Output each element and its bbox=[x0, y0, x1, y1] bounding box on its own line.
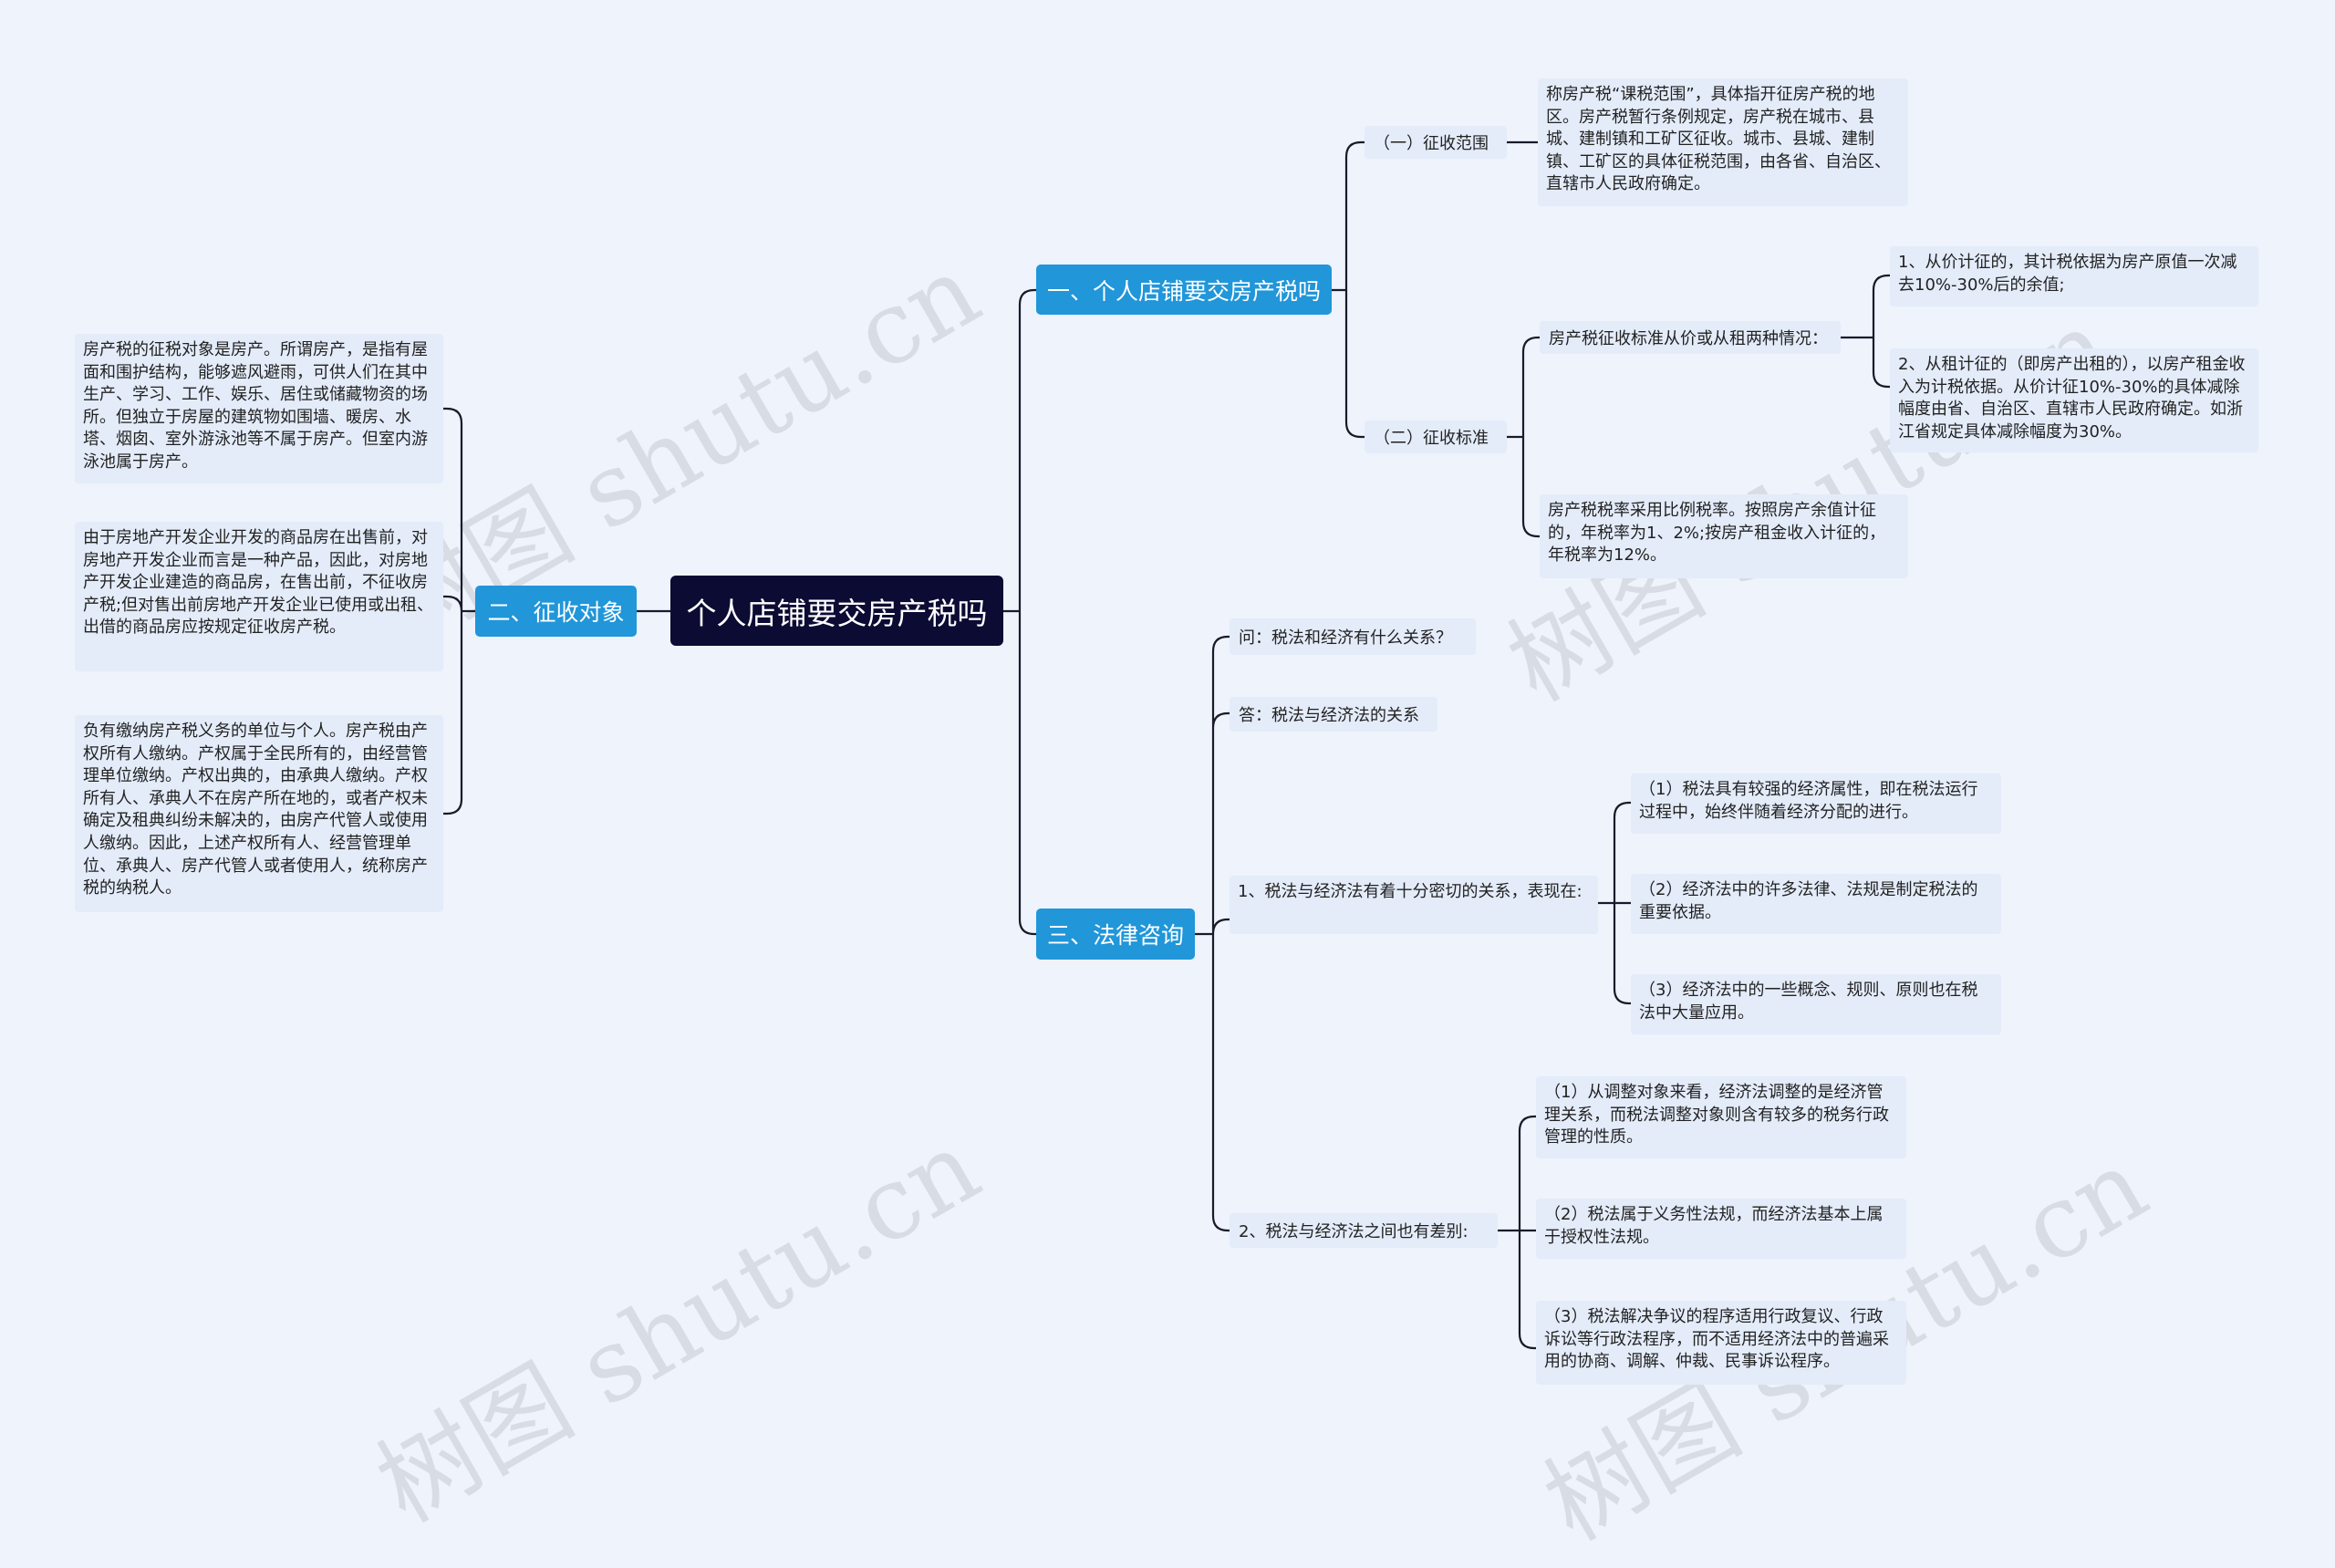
leaf-object-taxpayer[interactable]: 负有缴纳房产税义务的单位与个人。房产税由产权所有人缴纳。产权属于全民所有的，由经… bbox=[75, 715, 443, 912]
topic-collection-scope[interactable]: （一）征收范围 bbox=[1365, 126, 1507, 159]
topic-collection-standard[interactable]: （二）征收标准 bbox=[1365, 421, 1507, 453]
leaf-point1-item1[interactable]: （1）税法具有较强的经济属性，即在税法运行过程中，始终伴随着经济分配的进行。 bbox=[1631, 774, 2001, 834]
topic-point2[interactable]: 2、税法与经济法之间也有差别: bbox=[1230, 1213, 1498, 1248]
link-basis-items bbox=[1841, 274, 1890, 389]
leaf-point2-item1[interactable]: （1）从调整对象来看，经济法调整的是经济管理关系，而税法调整对象则含有较多的税务… bbox=[1536, 1076, 1906, 1158]
link-root-branches bbox=[1003, 288, 1036, 936]
leaf-point2-item3[interactable]: （3）税法解决争议的程序适用行政复议、行政诉讼等行政法程序，而不适用经济法中的普… bbox=[1536, 1301, 1906, 1385]
root-topic[interactable]: 个人店铺要交房产税吗 bbox=[670, 576, 1003, 646]
branch-collection-object[interactable]: 二、征收对象 bbox=[475, 586, 637, 637]
leaf-tax-rate[interactable]: 房产税税率采用比例税率。按照房产余值计征的，年税率为1、2%;按房产租金收入计征… bbox=[1540, 494, 1908, 578]
leaf-object-commodity-housing[interactable]: 由于房地产开发企业开发的商品房在出售前，对房地产开发企业而言是一种产品，因此，对… bbox=[75, 522, 443, 671]
link-standard-children bbox=[1507, 336, 1540, 538]
link-point2-items bbox=[1498, 1115, 1536, 1350]
branch-legal-consulting[interactable]: 三、法律咨询 bbox=[1036, 909, 1195, 960]
link-branch2-items bbox=[443, 407, 475, 815]
leaf-point1-item3[interactable]: （3）经济法中的一些概念、规则、原则也在税法中大量应用。 bbox=[1631, 974, 2001, 1034]
leaf-basis-by-rent[interactable]: 2、从租计征的（即房产出租的），以房产租金收入为计税依据。从价计征10%-30%… bbox=[1890, 348, 2258, 452]
topic-standard-basis[interactable]: 房产税征收标准从价或从租两种情况： bbox=[1540, 321, 1841, 354]
leaf-object-definition[interactable]: 房产税的征税对象是房产。所谓房产，是指有屋面和围护结构，能够遮风避雨，可供人们在… bbox=[75, 334, 443, 483]
link-branch3-children bbox=[1195, 635, 1230, 1232]
topic-question[interactable]: 问：税法和经济有什么关系？ bbox=[1230, 618, 1476, 655]
connector-lines bbox=[443, 140, 1890, 1350]
leaf-scope-text[interactable]: 称房产税“课税范围”，具体指开征房产税的地区。房产税暂行条例规定，房产税在城市、… bbox=[1538, 78, 1908, 206]
link-branch1-topics bbox=[1332, 140, 1365, 439]
topic-answer[interactable]: 答：税法与经济法的关系 bbox=[1230, 697, 1437, 732]
leaf-basis-by-value[interactable]: 1、从价计征的，其计税依据为房产原值一次减去10%-30%后的余值; bbox=[1890, 246, 2258, 306]
topic-point1[interactable]: 1、税法与经济法有着十分密切的关系，表现在: bbox=[1230, 876, 1598, 934]
leaf-point1-item2[interactable]: （2）经济法中的许多法律、法规是制定税法的重要依据。 bbox=[1631, 874, 2001, 934]
link-point1-items bbox=[1598, 801, 1631, 1005]
leaf-point2-item2[interactable]: （2）税法属于义务性法规，而经济法基本上属于授权性法规。 bbox=[1536, 1199, 1906, 1259]
branch-individual-shop-tax[interactable]: 一、个人店铺要交房产税吗 bbox=[1036, 265, 1332, 315]
